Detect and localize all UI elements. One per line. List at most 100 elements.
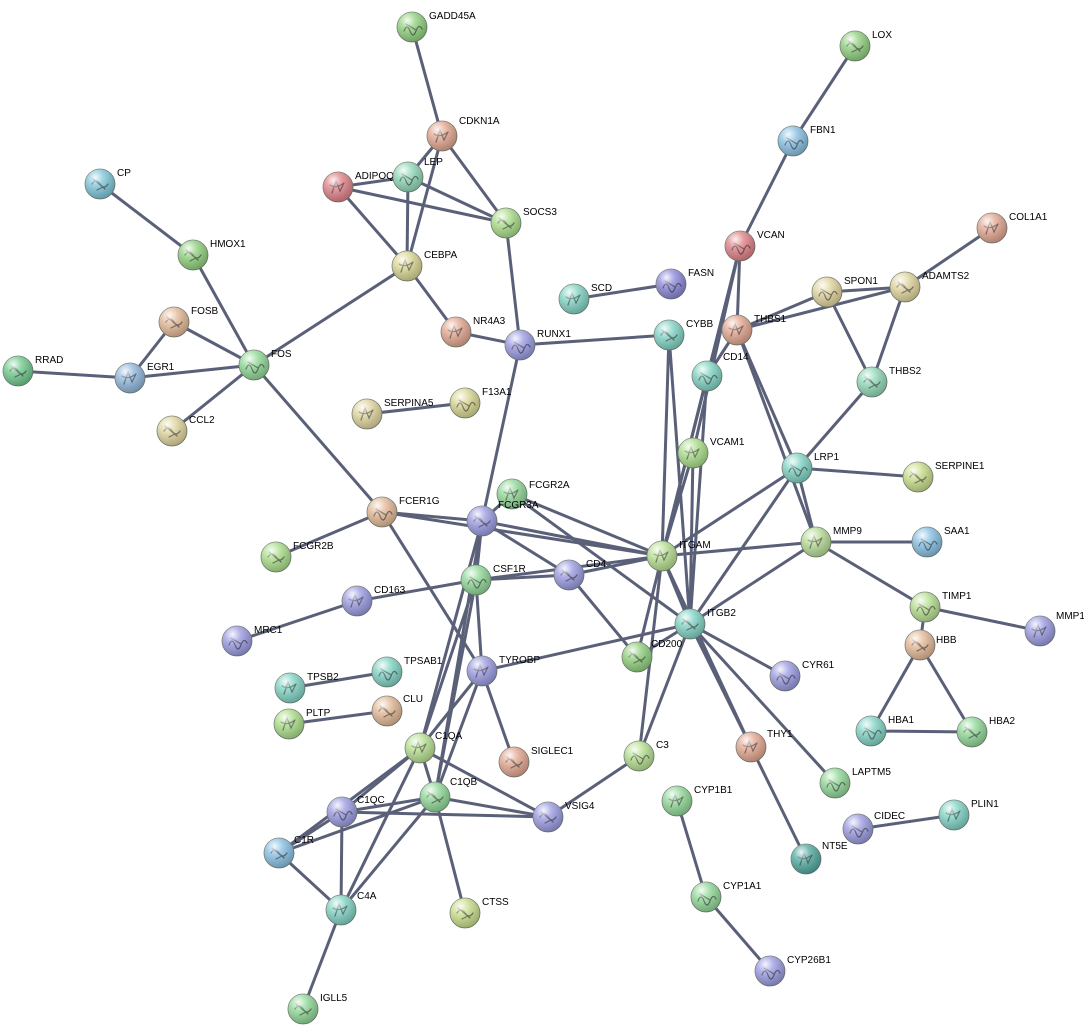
node-igll5[interactable]: IGLL5 [287, 993, 348, 1025]
node-scd[interactable]: SCD [558, 283, 612, 315]
node-mrc1[interactable]: MRC1 [221, 625, 283, 657]
node-c1r[interactable]: C1R [263, 835, 314, 869]
node-cd200[interactable]: CD200 [621, 639, 683, 673]
node-cyp26b1[interactable]: CYP26B1 [754, 955, 831, 987]
node-saa1[interactable]: SAA1 [911, 526, 970, 558]
node-tpsab1[interactable]: TPSAB1 [371, 656, 443, 688]
node-nr4a3[interactable]: NR4A3 [440, 316, 506, 348]
node-adamts2[interactable]: ADAMTS2 [889, 271, 970, 303]
node-cybb[interactable]: CYBB [653, 319, 714, 351]
node-clu[interactable]: CLU [371, 694, 423, 727]
node-hba2[interactable]: HBA2 [956, 716, 1016, 748]
node-c4a[interactable]: C4A [325, 891, 377, 926]
node-cyp1b1[interactable]: CYP1B1 [661, 785, 733, 817]
node-egr1[interactable]: EGR1 [114, 362, 175, 394]
node-ctss[interactable]: CTSS [449, 897, 509, 929]
node-label: FCGR2A [529, 480, 570, 491]
node-plin1[interactable]: PLIN1 [938, 799, 999, 831]
node-tyrobp[interactable]: TYROBP [466, 655, 540, 687]
node-lrp1[interactable]: LRP1 [781, 452, 839, 484]
node-lep[interactable]: LEP [392, 157, 443, 193]
node-cebpa[interactable]: CEBPA [391, 250, 457, 282]
node-laptm5[interactable]: LAPTM5 [819, 767, 891, 799]
node-label: C4A [357, 891, 377, 902]
edge-adipoq-socs3 [336, 185, 508, 225]
node-fos[interactable]: FOS [238, 349, 292, 381]
node-timp1[interactable]: TIMP1 [909, 591, 972, 623]
node-mmp9[interactable]: MMP9 [800, 526, 862, 558]
node-thy1[interactable]: THY1 [735, 729, 793, 763]
node-siglec1[interactable]: SIGLEC1 [498, 746, 574, 778]
node-cd163[interactable]: CD163 [341, 585, 406, 617]
node-fcgr3a[interactable]: FCGR3A [466, 500, 539, 537]
node-c1qa[interactable]: C1QA [404, 731, 463, 764]
node-lox[interactable]: LOX [839, 30, 892, 62]
node-c1qb[interactable]: C1QB [419, 777, 478, 813]
node-highlight [491, 208, 521, 238]
node-fosb[interactable]: FOSB [158, 306, 219, 338]
node-label: CD200 [651, 639, 683, 650]
node-gadd45a[interactable]: GADD45A [396, 11, 476, 43]
node-col1a1[interactable]: COL1A1 [976, 212, 1048, 244]
node-label: VCAN [757, 230, 785, 241]
node-thbs1[interactable]: THBS1 [721, 314, 787, 346]
edges [16, 25, 1042, 1011]
edge-egr1-fos [128, 363, 256, 380]
node-tpsb2[interactable]: TPSB2 [274, 672, 339, 704]
node-label: CSF1R [493, 564, 526, 575]
node-vcan[interactable]: VCAN [724, 230, 785, 262]
node-fcer1g[interactable]: FCER1G [366, 496, 440, 528]
node-fcgr2a[interactable]: FCGR2A [496, 478, 570, 510]
node-fbn1[interactable]: FBN1 [777, 125, 836, 157]
node-label: SAA1 [944, 526, 970, 537]
node-hmox1[interactable]: HMOX1 [177, 239, 246, 271]
node-cd14[interactable]: CD14 [691, 352, 749, 392]
node-label: PLIN1 [971, 799, 999, 810]
node-ccl2[interactable]: CCL2 [156, 415, 215, 447]
node-cdkn1a[interactable]: CDKN1A [426, 116, 500, 152]
node-cd4[interactable]: CD4 [553, 559, 606, 591]
node-f13a1[interactable]: F13A1 [449, 387, 512, 419]
node-cp[interactable]: CP [84, 168, 131, 200]
node-c1qc[interactable]: C1QC [326, 795, 385, 828]
node-vsig4[interactable]: VSIG4 [532, 801, 595, 833]
node-fcgr2b[interactable]: FCGR2B [260, 541, 334, 573]
node-label: FCGR2B [293, 541, 334, 552]
node-vcam1[interactable]: VCAM1 [677, 437, 745, 469]
node-thbs2[interactable]: THBS2 [856, 366, 922, 398]
node-serpine1[interactable]: SERPINE1 [902, 461, 985, 493]
node-cyr61[interactable]: CYR61 [769, 660, 835, 692]
node-runx1[interactable]: RUNX1 [504, 329, 571, 361]
node-socs3[interactable]: SOCS3 [490, 207, 557, 239]
node-mmp1[interactable]: MMP1 [1024, 611, 1084, 647]
node-cyp1a1[interactable]: CYP1A1 [690, 881, 762, 913]
node-adipoq[interactable]: ADIPOQ [322, 171, 394, 203]
node-serpina5[interactable]: SERPINA5 [351, 398, 434, 430]
node-spon1[interactable]: SPON1 [811, 276, 878, 308]
node-label: TPSB2 [307, 672, 339, 683]
node-hbb[interactable]: HBB [904, 629, 957, 661]
node-hba1[interactable]: HBA1 [855, 715, 915, 747]
node-cidec[interactable]: CIDEC [842, 811, 905, 845]
node-label: C1R [294, 835, 314, 846]
node-fasn[interactable]: FASN [655, 268, 714, 300]
node-nt5e[interactable]: NT5E [790, 841, 848, 875]
edge-fcgr3a-cd4 [480, 519, 571, 577]
node-csf1r[interactable]: CSF1R [460, 564, 526, 596]
node-rrad[interactable]: RRAD [2, 355, 63, 387]
node-highlight [770, 661, 800, 691]
edge-runx1-cybb [518, 333, 671, 347]
node-itgam[interactable]: ITGAM [646, 540, 711, 572]
node-label: THBS2 [889, 366, 922, 377]
node-highlight [910, 592, 940, 622]
node-itgb2[interactable]: ITGB2 [674, 608, 736, 640]
node-label: CD163 [374, 585, 406, 596]
node-pltp[interactable]: PLTP [273, 708, 331, 740]
node-highlight [288, 994, 318, 1024]
node-highlight [367, 497, 397, 527]
node-label: MMP1 [1056, 611, 1084, 622]
node-highlight [857, 367, 887, 397]
node-label: SERPINA5 [384, 398, 434, 409]
node-c3[interactable]: C3 [623, 740, 669, 772]
node-label: ADAMTS2 [922, 271, 970, 282]
